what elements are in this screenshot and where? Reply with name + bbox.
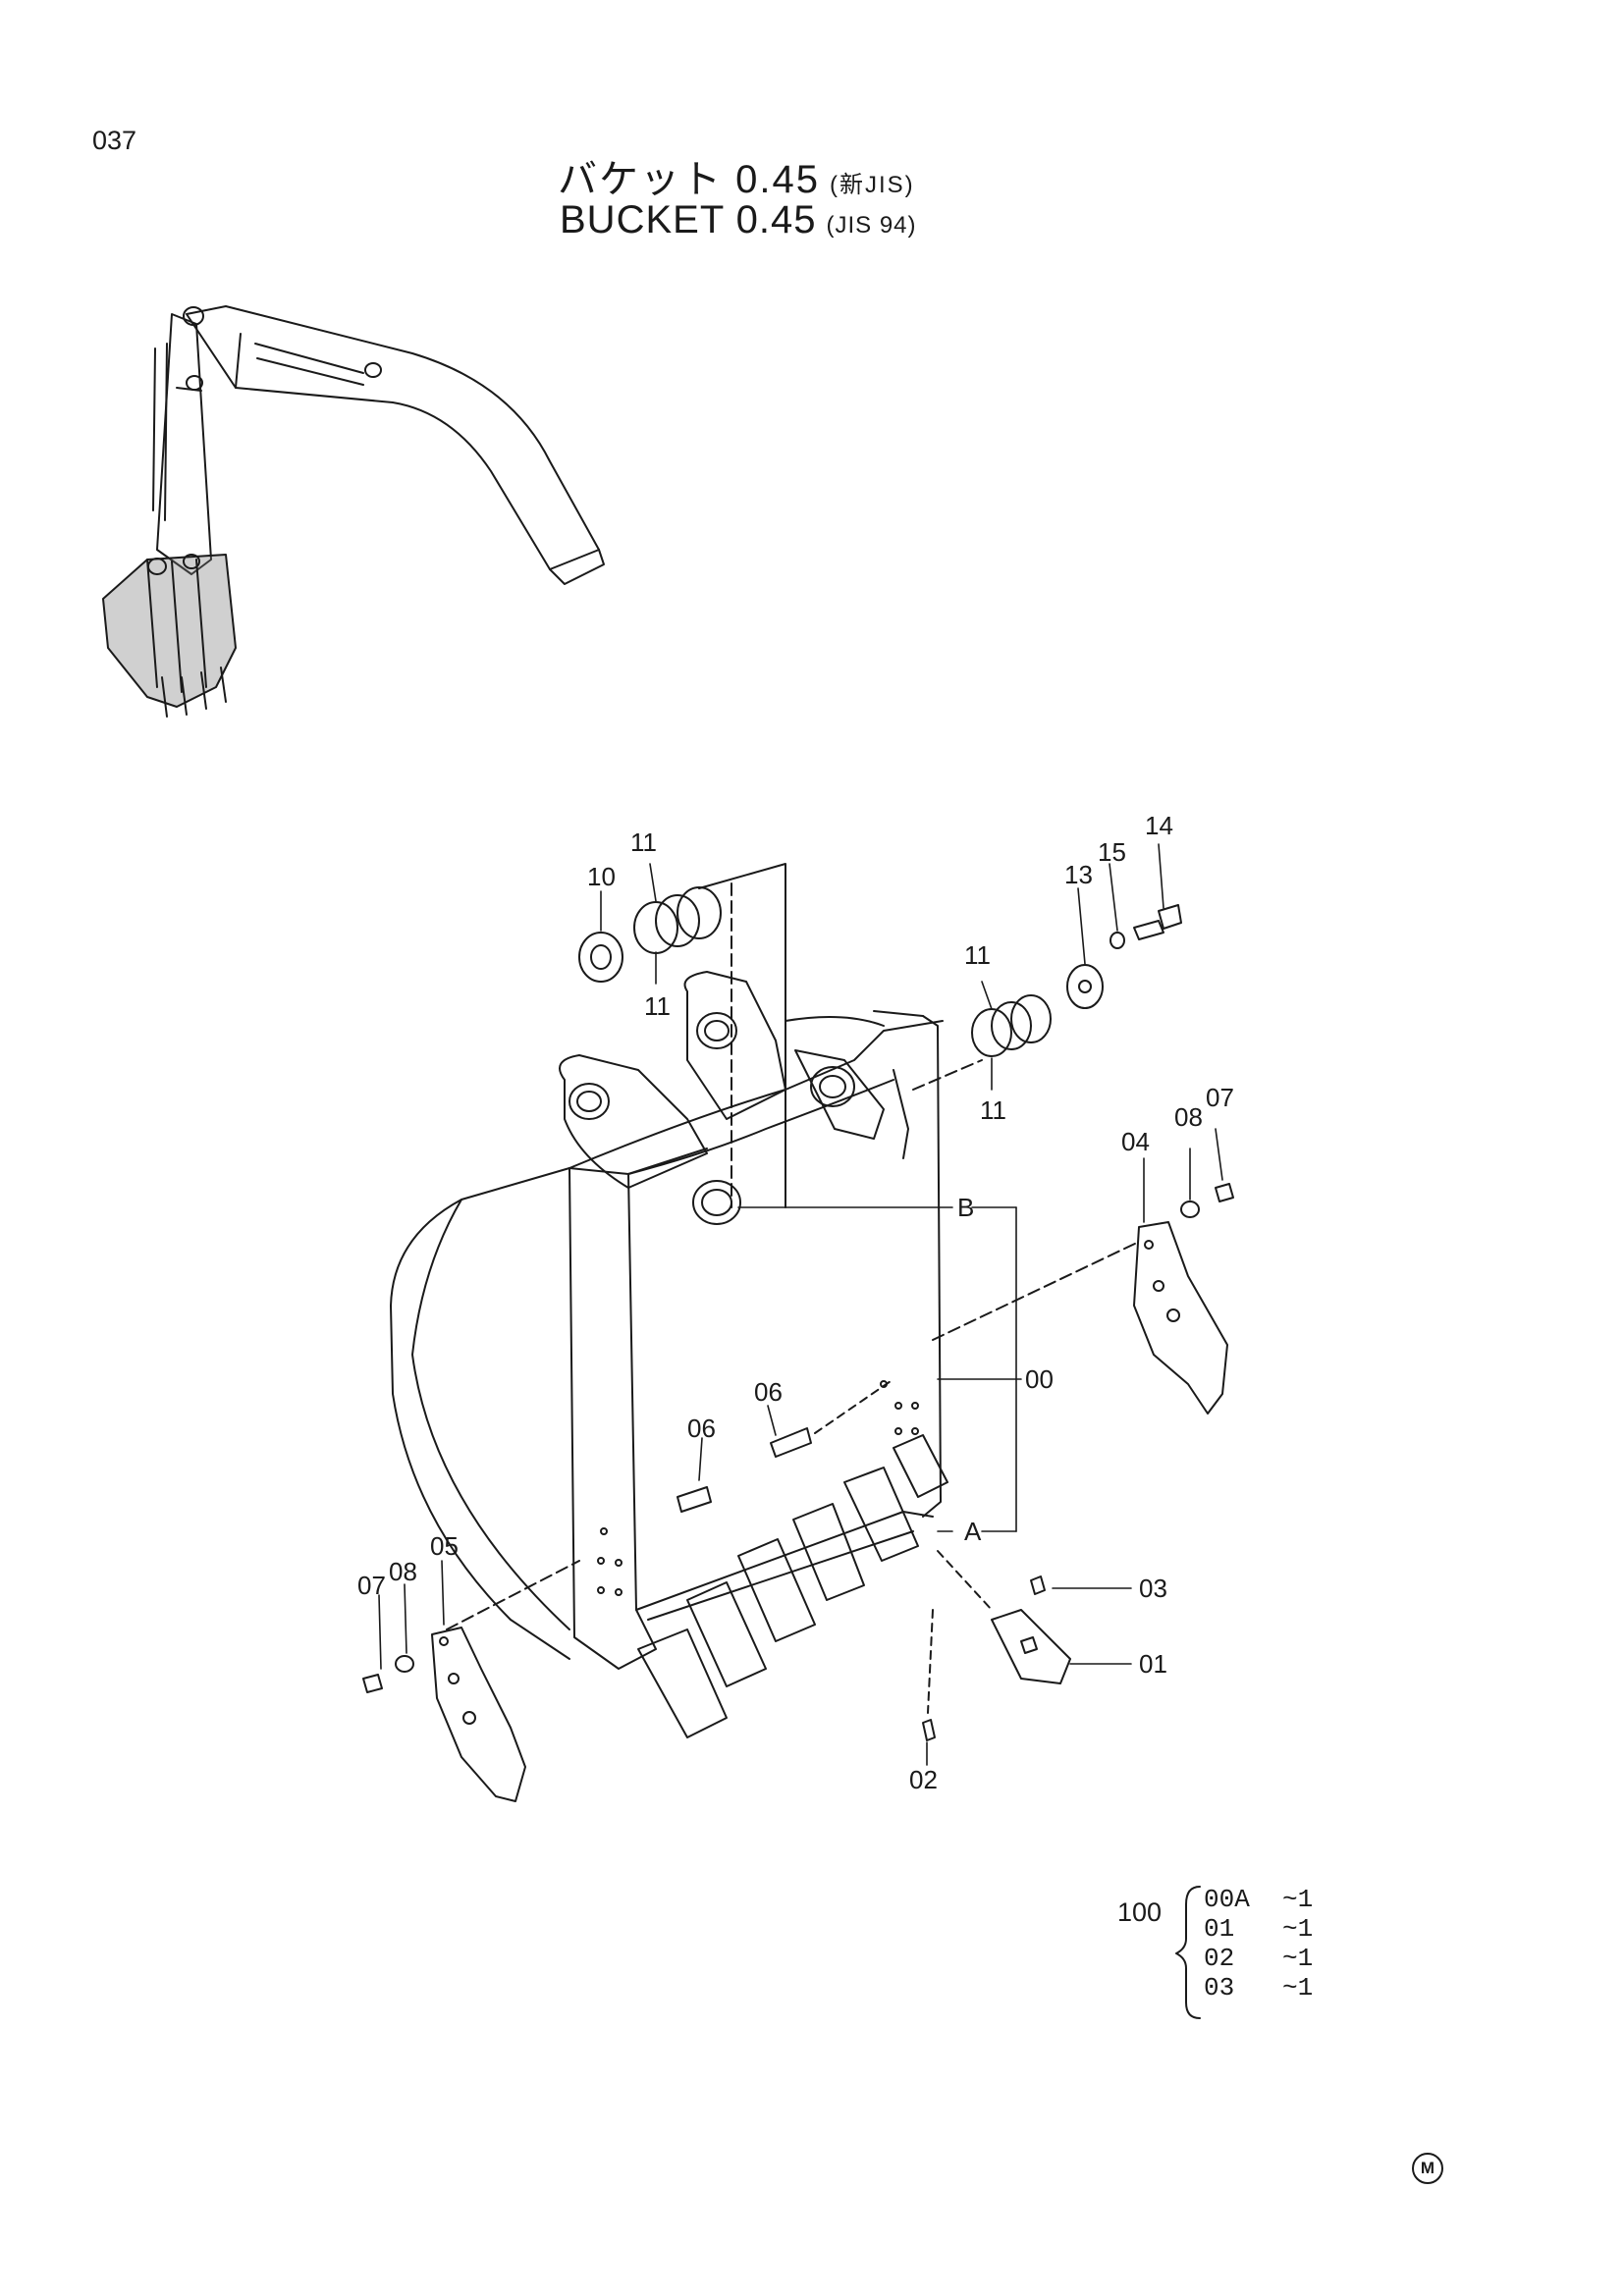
callout-01: 01 — [1139, 1649, 1167, 1679]
side-cutter-right — [932, 1183, 1234, 1415]
callout-A: A — [964, 1517, 982, 1546]
callout-07-left: 07 — [357, 1571, 386, 1600]
callout-03: 03 — [1139, 1574, 1167, 1603]
callout-05: 05 — [430, 1531, 459, 1561]
callout-04: 04 — [1121, 1127, 1150, 1156]
callout-07-right: 07 — [1206, 1083, 1234, 1112]
kit-qty: ~1 — [1282, 1944, 1314, 1973]
title-english-note: (JIS 94) — [826, 212, 917, 239]
callout-10: 10 — [587, 862, 616, 891]
model-mark: M — [1412, 2153, 1443, 2184]
bolts — [677, 1378, 894, 1513]
kit-code: 03 — [1204, 1973, 1235, 2002]
callout-00: 00 — [1025, 1364, 1054, 1394]
callout-06-lower: 06 — [687, 1414, 716, 1443]
kit-contents: 00A ~1 01 ~1 02 ~1 03 ~1 — [1204, 1885, 1331, 2002]
kit-number: 100 — [1117, 1897, 1163, 1927]
title-japanese-note: (新JIS) — [829, 172, 915, 198]
bucket-assembly — [390, 971, 948, 1738]
pin-shims-right — [912, 904, 1182, 1091]
callout-11-d: 11 — [980, 1095, 1006, 1125]
leader-lines — [378, 843, 1223, 1766]
kit-code: 02 — [1204, 1944, 1235, 1973]
kit-brace — [1175, 1886, 1201, 2019]
callout-08-left: 08 — [389, 1557, 417, 1586]
front-attachment-overview — [102, 305, 605, 718]
kit-qty: ~1 — [1282, 1973, 1314, 2002]
callout-15: 15 — [1098, 837, 1126, 867]
callout-11-b: 11 — [644, 991, 671, 1021]
title-english: BUCKET 0.45 (JIS 94) — [560, 198, 917, 242]
kit-row: 01 ~1 — [1204, 1914, 1331, 1944]
callout-11-c: 11 — [964, 940, 991, 970]
callout-06-upper: 06 — [754, 1377, 783, 1407]
kit-row: 00A ~1 — [1204, 1885, 1331, 1914]
callout-14: 14 — [1145, 811, 1173, 840]
callout-02: 02 — [909, 1765, 938, 1794]
kit-row: 03 ~1 — [1204, 1973, 1331, 2002]
side-cutter-left — [362, 1560, 580, 1802]
kit-code: 01 — [1204, 1914, 1235, 1944]
tooth-parts — [922, 1550, 1071, 1741]
kit-row: 02 ~1 — [1204, 1944, 1331, 1973]
callout-11-a: 11 — [630, 828, 657, 857]
callout-13: 13 — [1064, 860, 1093, 889]
kit-code: 00A — [1204, 1885, 1250, 1914]
pin-shims-left — [578, 863, 786, 1208]
page-number: 037 — [92, 126, 137, 155]
kit-qty: ~1 — [1282, 1914, 1314, 1944]
title-japanese-text: バケット 0.45 — [558, 158, 820, 201]
callout-B: B — [957, 1193, 975, 1222]
title-english-text: BUCKET 0.45 — [560, 198, 817, 241]
callout-08-right: 08 — [1174, 1102, 1203, 1132]
title-japanese: バケット 0.45 (新JIS) — [558, 147, 915, 204]
kit-qty: ~1 — [1282, 1885, 1314, 1914]
